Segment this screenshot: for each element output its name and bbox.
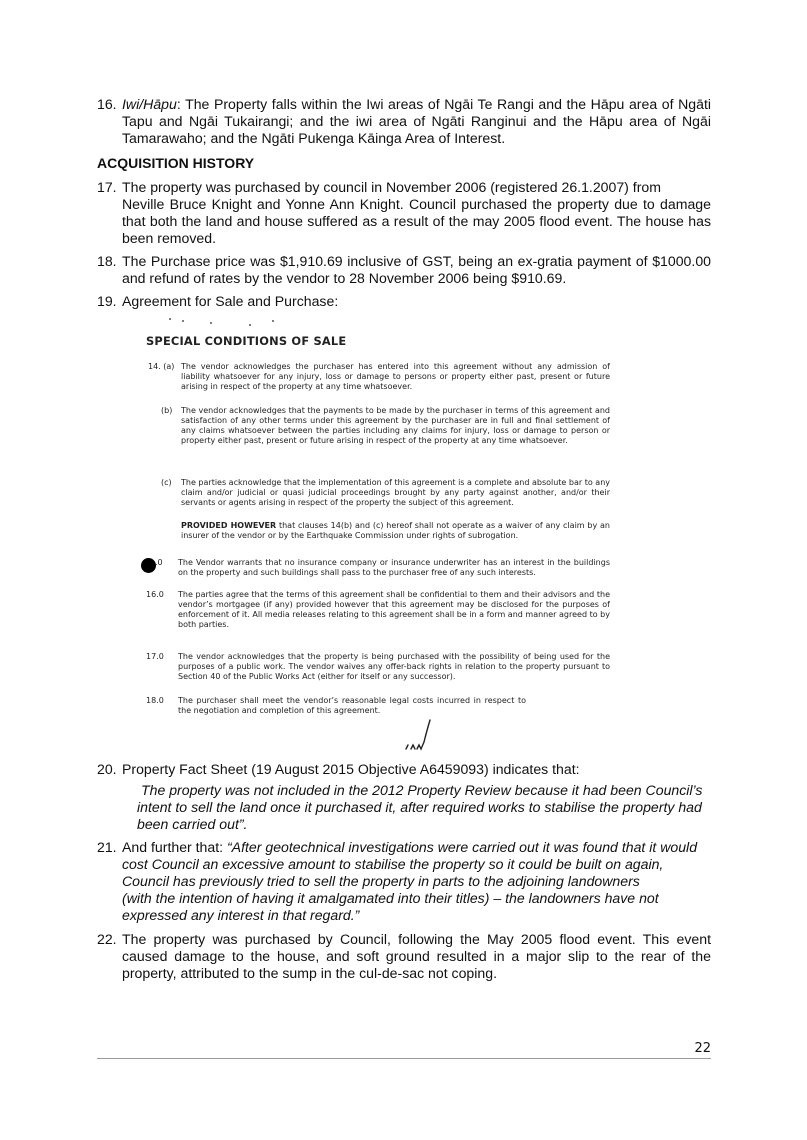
paragraph-text: The property was purchased by Council, f…: [122, 931, 711, 981]
initials-signature-icon: [405, 719, 431, 751]
clause-number: (c): [161, 478, 172, 487]
paragraph-text: Agreement for Sale and Purchase:: [122, 293, 339, 309]
clause-text: The purchaser shall meet the vendor’s re…: [178, 696, 526, 715]
clause-14a: 14. (a) The vendor acknowledges the purc…: [148, 362, 610, 392]
paragraph-18: 18. The Purchase price was $1,910.69 inc…: [97, 253, 711, 287]
paragraph-20: 20. Property Fact Sheet (19 August 2015 …: [97, 761, 711, 778]
proviso-label: PROVIDED HOWEVER: [181, 521, 277, 530]
paragraph-19: 19. Agreement for Sale and Purchase:: [97, 293, 711, 310]
paragraph-text: The Purchase price was $1,910.69 inclusi…: [122, 253, 711, 286]
paragraph-number: 17.: [97, 179, 117, 195]
redaction-dot-icon: [141, 558, 156, 573]
paragraph-22: 22. The property was purchased by Counci…: [97, 931, 711, 982]
paragraph-number: 18.: [97, 253, 117, 269]
paragraph-17: 17. The property was purchased by counci…: [97, 179, 711, 247]
fact-sheet-quote: The property was not included in the 201…: [137, 782, 703, 832]
paragraph-text-line1: The property was purchased by council in…: [122, 179, 661, 195]
clause-number: .0: [155, 558, 163, 567]
iwi-hapu-label: Iwi/Hāpu: [122, 96, 177, 112]
clause-14b: (b) The vendor acknowledges that the pay…: [161, 406, 610, 446]
clause-number: 14. (a): [148, 362, 175, 371]
clause-text: PROVIDED HOWEVER that clauses 14(b) and …: [181, 521, 610, 540]
scan-speck: [249, 324, 251, 326]
paragraph-text: Neville Bruce Knight and Yonne Ann Knigh…: [122, 196, 711, 246]
scan-speck: [272, 320, 274, 322]
scan-speck: [210, 322, 212, 324]
clause-number: (b): [161, 406, 173, 415]
clause-14c: (c) The parties acknowledge that the imp…: [161, 478, 610, 508]
paragraph-text: : The Property falls within the Iwi area…: [122, 96, 711, 146]
scanned-agreement-image: SPECIAL CONDITIONS OF SALE 14. (a) The v…: [138, 316, 620, 756]
paragraph-number: 20.: [97, 761, 117, 777]
clause-text: The parties agree that the terms of this…: [178, 590, 610, 629]
clause-16: 16.0 The parties agree that the terms of…: [146, 590, 610, 630]
paragraph-21: 21. And further that: “After geotechnica…: [97, 839, 711, 924]
clause-text: The parties acknowledge that the impleme…: [181, 478, 610, 507]
page-number: 22: [694, 1041, 711, 1056]
section-heading: ACQUISITION HISTORY: [97, 155, 255, 171]
paragraph-text: Property Fact Sheet (19 August 2015 Obje…: [122, 761, 580, 777]
clause-text: The vendor acknowledges the purchaser ha…: [181, 362, 610, 391]
paragraph-lead-text: And further that:: [122, 839, 227, 855]
footer-divider: [97, 1058, 711, 1059]
paragraph-number: 16.: [97, 96, 117, 112]
clause-text: The Vendor warrants that no insurance co…: [178, 558, 610, 577]
scan-speck: [182, 320, 184, 322]
clause-text: The vendor acknowledges that the propert…: [178, 652, 610, 681]
clause-17: 17.0 The vendor acknowledges that the pr…: [146, 652, 610, 682]
proviso-clause: PROVIDED HOWEVER that clauses 14(b) and …: [181, 521, 610, 541]
special-conditions-title: SPECIAL CONDITIONS OF SALE: [146, 334, 347, 348]
scan-speck: [169, 318, 171, 320]
clause-number: 18.0: [146, 696, 164, 705]
quoted-text: “After geotechnical investigations were …: [122, 839, 701, 923]
clause-text: The vendor acknowledges that the payment…: [181, 406, 610, 445]
clause-18: 18.0 The purchaser shall meet the vendor…: [146, 696, 526, 716]
paragraph-16: 16. Iwi/Hāpu: The Property falls within …: [97, 96, 711, 147]
paragraph-number: 21.: [97, 839, 117, 855]
paragraph-number: 22.: [97, 931, 117, 947]
clause-15: .0 The Vendor warrants that no insurance…: [141, 558, 610, 578]
clause-number: 17.0: [146, 652, 164, 661]
clause-number: 16.0: [146, 590, 164, 599]
paragraph-number: 19.: [97, 293, 117, 309]
